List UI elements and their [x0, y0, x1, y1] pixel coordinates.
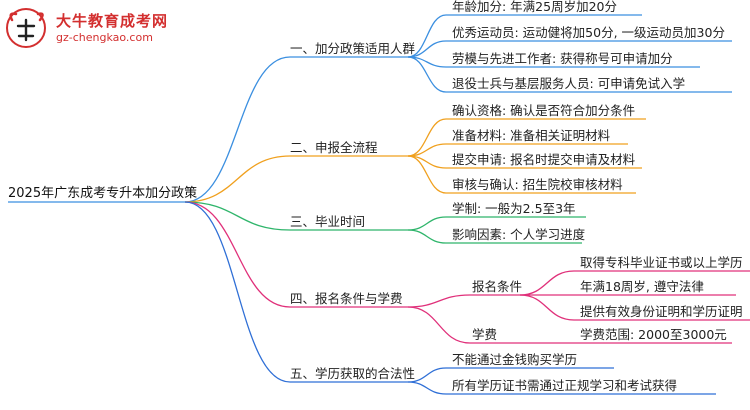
leaf-connector	[407, 229, 447, 244]
leaf-node: 准备材料: 准备相关证明材料	[452, 128, 611, 143]
branch-connector	[184, 201, 291, 231]
leaf-node: 提交申请: 报名时提交申请及材料	[452, 152, 636, 167]
leaf-node: 学制: 一般为2.5至3年	[452, 201, 576, 216]
leaf-node: 取得专科毕业证书或以上学历	[580, 255, 743, 270]
branch-node-3: 三、毕业时间	[290, 214, 366, 229]
sub-node-2: 学费	[472, 327, 498, 342]
leaf-node: 提供有效身份证明和学历证明	[580, 304, 743, 319]
leaf-node: 审核与确认: 招生院校审核材料	[452, 177, 623, 192]
logo-title: 大牛教育成考网	[56, 12, 169, 30]
logo-url: gz-chengkao.com	[56, 31, 153, 44]
leaf-node: 影响因素: 个人学习进度	[452, 227, 586, 242]
branch-node-2: 二、申报全流程	[290, 140, 378, 155]
branch-connector	[184, 201, 291, 308]
leaf-node: 不能通过金钱购买学历	[452, 352, 578, 367]
leaf-connector	[407, 40, 447, 58]
leaf-node: 年龄加分: 年满25周岁加20分	[452, 0, 617, 14]
leaf-connector	[407, 56, 447, 93]
leaf-node: 学费范围: 2000至3000元	[580, 327, 727, 342]
leaf-connector	[519, 294, 575, 321]
branch-connector	[184, 56, 291, 203]
site-logo[interactable]: 大牛教育成考网 gz-chengkao.com	[4, 6, 224, 50]
sub-node-1: 报名条件	[472, 279, 523, 294]
leaf-connector	[407, 381, 447, 395]
leaf-node: 所有学历证书需通过正规学习和考试获得	[452, 378, 678, 393]
leaf-connector	[407, 118, 447, 157]
leaf-node: 优秀运动员: 运动健将加50分, 一级运动员加30分	[452, 25, 725, 40]
branch-connector	[184, 155, 291, 203]
leaf-connector	[407, 155, 447, 194]
sub-connector	[407, 294, 471, 308]
leaf-connector	[519, 270, 575, 296]
leaf-connector	[407, 14, 447, 58]
root-node: 2025年广东成考专升本加分政策	[8, 186, 198, 201]
leaf-node: 退役士兵与基层服务人员: 可申请免试入学	[452, 76, 686, 91]
leaf-node: 劳模与先进工作者: 获得称号可申请加分	[452, 51, 673, 66]
branch-node-1: 一、加分政策适用人群	[290, 41, 416, 56]
branch-node-4: 四、报名条件与学费	[290, 291, 403, 306]
branch-connector	[184, 201, 291, 383]
bull-logo-icon	[6, 8, 46, 48]
leaf-node: 年满18周岁, 遵守法律	[580, 279, 704, 294]
leaf-node: 确认资格: 确认是否符合加分条件	[452, 103, 636, 118]
branch-node-5: 五、学历获取的合法性	[290, 366, 416, 381]
leaf-connector	[407, 216, 447, 231]
sub-connector	[407, 306, 471, 344]
